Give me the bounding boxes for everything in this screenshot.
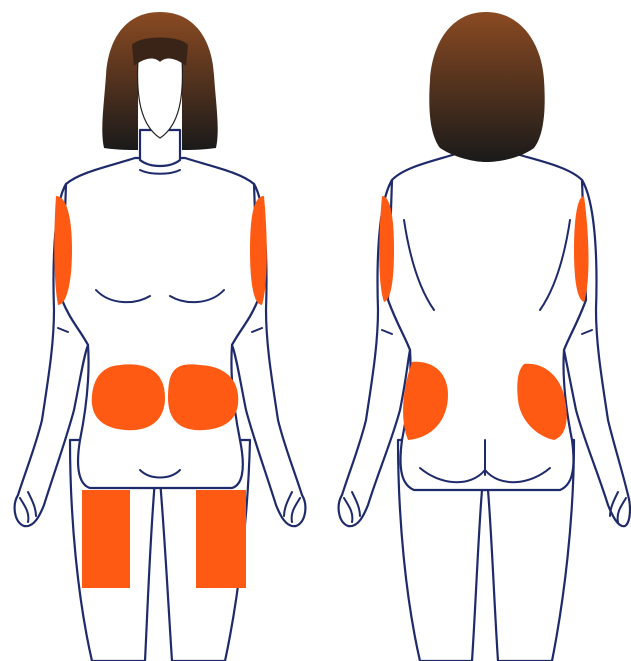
site-front-right-thigh	[196, 490, 246, 588]
site-front-left-abdomen	[92, 364, 165, 430]
front-face	[138, 54, 183, 138]
back-hair	[429, 12, 544, 162]
back-figure	[339, 12, 630, 661]
back-torso	[385, 152, 588, 490]
site-front-left-thigh	[82, 490, 130, 588]
front-figure	[15, 12, 306, 661]
front-torso	[59, 158, 260, 488]
